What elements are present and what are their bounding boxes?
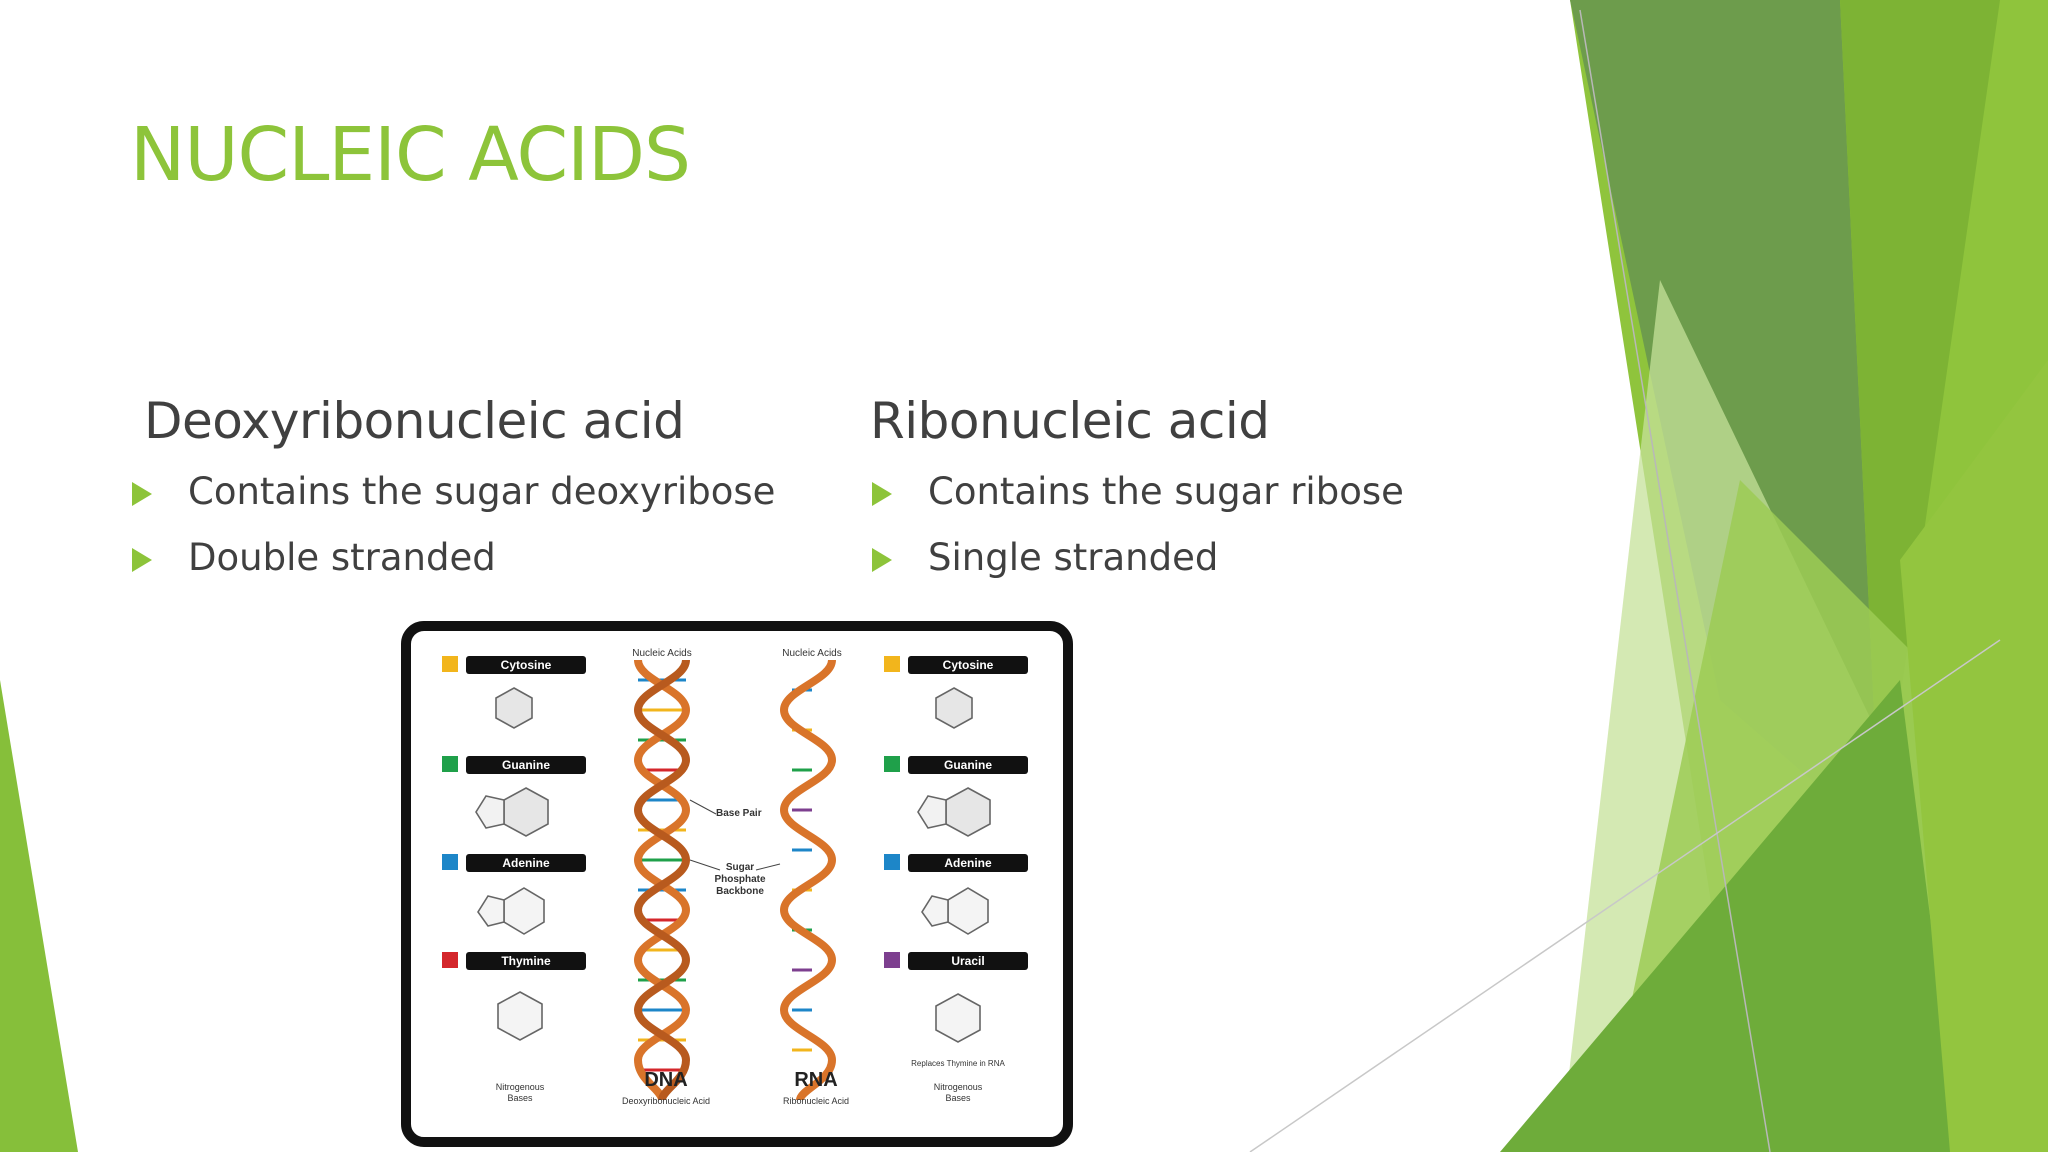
left-caption-2: Bases [507, 1093, 533, 1103]
left-base-cytosine: Cytosine [442, 656, 586, 674]
deco-line-1 [1579, 9, 1771, 1152]
right-base-uracil: Uracil [884, 952, 1028, 970]
dna-label: DNA [644, 1069, 687, 1091]
base-pair-label: Base Pair [716, 808, 762, 819]
right-base-cytosine: Cytosine [884, 656, 1028, 674]
cytosine-structure [495, 687, 533, 729]
base-label: Cytosine [501, 658, 552, 672]
base-label: Guanine [944, 758, 992, 772]
color-swatch [884, 854, 900, 870]
backbone-label-1: Sugar [726, 862, 754, 873]
cytosine-structure-right [935, 687, 973, 729]
bullet-arrow-icon [872, 482, 892, 506]
bullet-arrow-icon [872, 548, 892, 572]
bullet-text: Contains the sugar ribose [928, 470, 1404, 513]
dna-heading: Deoxyribonucleic acid [144, 392, 685, 450]
rna-strand [779, 659, 837, 1102]
color-swatch [442, 952, 458, 968]
color-swatch [884, 656, 900, 672]
dna-caption: Deoxyribonucleic Acid [622, 1096, 710, 1106]
base-label-box [466, 756, 586, 774]
base-pair-pointer [689, 799, 717, 815]
base-label-box [466, 854, 586, 872]
backbone-label-2: Phosphate [714, 874, 766, 885]
base-label: Thymine [501, 954, 551, 968]
adenine-ring-right [921, 895, 949, 927]
left-caption-1: Nitrogenous [496, 1082, 545, 1092]
guanine-ring-right [917, 795, 947, 829]
bullet-text: Double stranded [188, 536, 496, 579]
bullet-text: Single stranded [928, 536, 1219, 579]
right-base-guanine: Guanine [884, 756, 1028, 774]
base-label: Adenine [502, 856, 550, 870]
base-label: Uracil [951, 954, 984, 968]
dna-helix [633, 659, 691, 1102]
dna-strand-2 [633, 659, 691, 1102]
left-green-wedge [0, 680, 78, 1152]
color-swatch [442, 854, 458, 870]
backbone-label-3: Backbone [716, 886, 764, 897]
rna-helix [779, 659, 837, 1102]
base-label-box [908, 854, 1028, 872]
rna-heading: Ribonucleic acid [870, 392, 1270, 450]
base-label-box [466, 952, 586, 970]
left-base-guanine: Guanine [442, 756, 586, 774]
rna-top-label: Nucleic Acids [782, 648, 841, 659]
bullet-text: Contains the sugar deoxyribose [188, 470, 776, 513]
rna-caption: Ribonucleic Acid [783, 1096, 849, 1106]
molecule-structures [475, 687, 991, 1043]
adenine-ring [477, 895, 505, 927]
dna-rna-diagram: Cytosine Guanine Adenine Thymine Cytosin… [401, 621, 1073, 1147]
backbone-pointer-left [689, 859, 721, 871]
base-label-box [466, 656, 586, 674]
right-caption-2: Bases [945, 1093, 971, 1103]
deco-line-2 [1249, 639, 2001, 1152]
base-label: Guanine [502, 758, 550, 772]
guanine-ring [475, 795, 505, 829]
thymine-structure [497, 991, 543, 1041]
rna-label: RNA [794, 1069, 837, 1091]
base-label-box [908, 756, 1028, 774]
diagram-frame [401, 621, 1073, 1147]
base-label: Cytosine [943, 658, 994, 672]
base-label-box [908, 656, 1028, 674]
base-label-box [908, 952, 1028, 970]
color-swatch [442, 756, 458, 772]
color-swatch [442, 656, 458, 672]
dna-top-label: Nucleic Acids [632, 648, 691, 659]
right-base-adenine: Adenine [884, 854, 1028, 872]
right-caption-1: Nitrogenous [934, 1082, 983, 1092]
base-label: Adenine [944, 856, 992, 870]
slide-title: NUCLEIC ACIDS [130, 112, 691, 198]
right-note: Replaces Thymine in RNA [911, 1059, 1005, 1068]
color-swatch [884, 756, 900, 772]
color-swatch [884, 952, 900, 968]
backbone-pointer-right [755, 863, 781, 871]
uracil-structure [935, 993, 981, 1043]
bullet-arrow-icon [132, 548, 152, 572]
left-base-thymine: Thymine [442, 952, 586, 970]
right-facet-edge [1900, 360, 2048, 1152]
left-base-adenine: Adenine [442, 854, 586, 872]
bullet-arrow-icon [132, 482, 152, 506]
